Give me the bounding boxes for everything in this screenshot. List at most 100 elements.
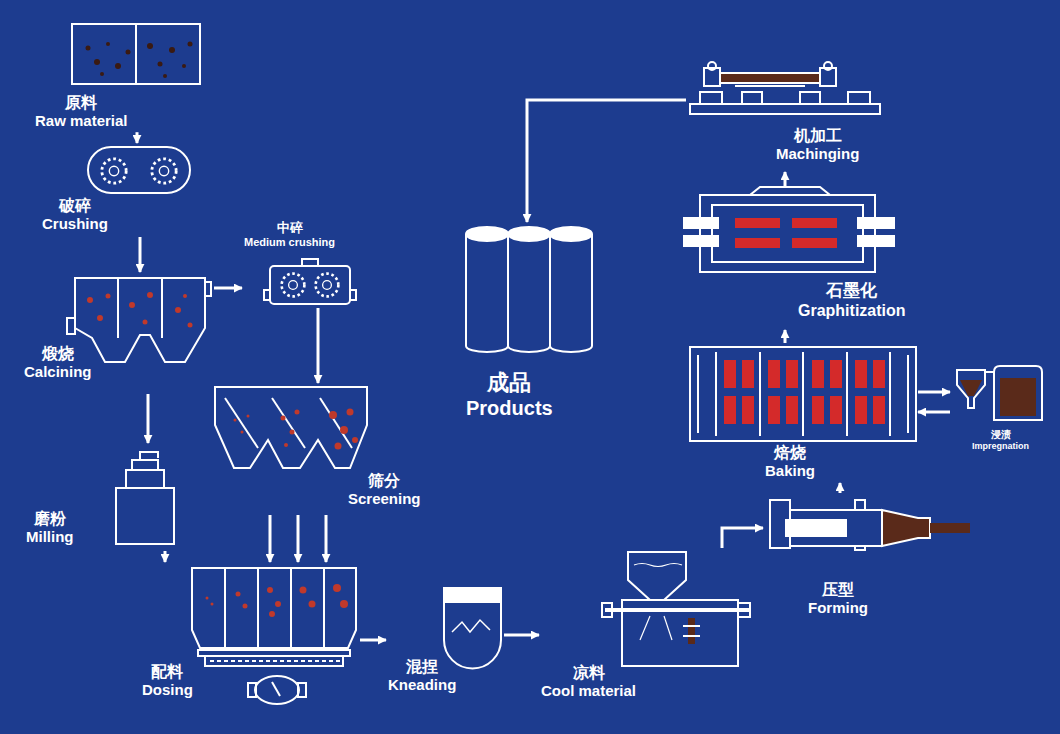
flow-line (784, 330, 787, 343)
flow-line (360, 639, 386, 642)
step-label: 煅烧Calcining (24, 344, 92, 381)
flow-arrow (785, 172, 786, 188)
flow-arrow (722, 528, 763, 548)
chinese-label: 中碎 (244, 220, 335, 236)
flow-line (214, 287, 242, 290)
chinese-label: 机加工 (776, 126, 859, 145)
english-label: Graphitization (798, 301, 906, 320)
kneader-icon (444, 588, 501, 669)
crusher-icon (88, 147, 190, 193)
process-step: 压型Forming (763, 493, 973, 619)
process-step: 破碎Crushing (40, 143, 192, 237)
process-step: 中碎Medium crushing (242, 218, 360, 308)
flow-arrow (360, 640, 386, 641)
flow-arrow (270, 515, 326, 562)
step-label: 中碎Medium crushing (244, 220, 335, 249)
flow-arrow (165, 551, 166, 562)
step-label: 压型Forming (808, 580, 868, 617)
step-label: 配料Dosing (142, 662, 193, 699)
step-label: 石墨化Graphitization (798, 281, 906, 321)
process-step: 浸渍Impregnation (950, 363, 1045, 464)
screen-icon (215, 387, 367, 468)
process-step: 筛分Screening (210, 383, 430, 515)
flow-line (839, 483, 842, 493)
raw-material-bin (72, 24, 200, 84)
flow-arrow (214, 288, 242, 289)
english-label: Machinging (776, 145, 859, 163)
flow-line (722, 528, 763, 548)
chinese-label: 筛分 (348, 471, 421, 490)
cooler-icon (602, 552, 750, 666)
process-step: 石墨化Graphitization (680, 188, 935, 330)
process-step: 机加工Machinging (686, 60, 884, 172)
process-step: 混捏Kneading (386, 583, 504, 696)
flow-arrow (918, 412, 950, 413)
english-label: Calcining (24, 363, 92, 381)
flow-line (147, 394, 150, 443)
process-step: 成品Products (460, 222, 594, 434)
chinese-label: 煅烧 (24, 344, 92, 363)
flow-arrow (137, 132, 138, 143)
english-label: Impregnation (972, 441, 1029, 452)
english-label: Crushing (42, 215, 108, 233)
chinese-label: 原料 (35, 93, 128, 112)
english-label: Screening (348, 490, 421, 508)
chinese-label: 焙烧 (765, 443, 815, 462)
flow-line (139, 237, 142, 272)
process-step: 煅烧Calcining (22, 272, 214, 394)
flow-line (504, 634, 539, 637)
chinese-label: 破碎 (42, 196, 108, 215)
english-label: Kneading (388, 676, 456, 694)
flow-arrow (527, 100, 686, 222)
baking-furnace (690, 347, 916, 441)
step-label: 机加工Machinging (776, 126, 859, 163)
process-step: 原料Raw material (30, 20, 202, 132)
english-label: Products (466, 396, 553, 420)
flow-line (164, 551, 167, 562)
dosing-bins (192, 568, 356, 704)
chinese-label: 成品 (466, 370, 553, 396)
flow-arrow (318, 308, 319, 383)
flow-line (136, 132, 139, 143)
english-label: Dosing (142, 681, 193, 699)
flow-line (297, 515, 300, 562)
flow-line (527, 100, 686, 222)
calciner-icon (67, 278, 211, 362)
english-label: Medium crushing (244, 236, 335, 249)
process-step: 磨粉Milling (24, 443, 178, 551)
english-label: Cool material (541, 682, 636, 700)
graphitization-furnace (684, 187, 894, 272)
step-label: 混捏Kneading (388, 657, 456, 694)
english-label: Baking (765, 462, 815, 480)
flow-line (784, 172, 787, 188)
chinese-label: 磨粉 (26, 509, 74, 528)
chinese-label: 配料 (142, 662, 193, 681)
chinese-label: 石墨化 (798, 281, 906, 301)
medium-crusher-icon (264, 259, 356, 304)
press-icon (770, 500, 970, 550)
flow-arrow (918, 392, 950, 393)
english-label: Forming (808, 599, 868, 617)
english-label: Raw material (35, 112, 128, 130)
process-step: 凉料Cool material (539, 548, 754, 702)
step-label: 磨粉Milling (26, 509, 74, 546)
flow-arrow (504, 635, 539, 636)
flow-line (269, 515, 272, 562)
english-label: Milling (26, 528, 74, 546)
process-step: 配料Dosing (140, 562, 360, 710)
step-label: 焙烧Baking (765, 443, 815, 480)
step-label: 成品Products (466, 370, 553, 420)
lathe-icon (690, 62, 880, 114)
chinese-label: 压型 (808, 580, 868, 599)
mill-icon (116, 452, 174, 544)
step-label: 原料Raw material (35, 93, 128, 130)
flow-line (918, 411, 950, 414)
step-label: 破碎Crushing (42, 196, 108, 233)
flow-line (317, 308, 320, 383)
flow-arrow (840, 483, 841, 493)
chinese-label: 凉料 (541, 663, 636, 682)
graphite-electrodes (466, 227, 592, 352)
impregnation-tanks (957, 366, 1042, 420)
